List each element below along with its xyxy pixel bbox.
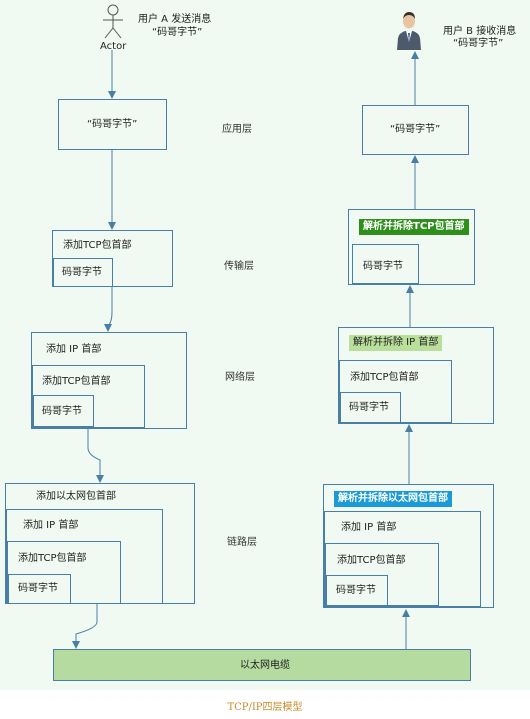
sender-note-line1: 用户 A 发送消息 (138, 14, 212, 25)
arrow-link-to-cable (72, 604, 98, 649)
sender-link-box: 添加以太网包首部 添加 IP 首部 添加TCP包首部 码哥字节 (5, 483, 195, 604)
receiver-network-action: 解析并拆除 IP 首部 (349, 335, 443, 351)
actor-stick-figure-icon (103, 4, 123, 39)
sender-app-box: “码哥字节” (58, 99, 167, 150)
ethernet-cable: 以太网电缆 (53, 649, 471, 681)
receiver-network-payload: 码哥字节 (349, 402, 389, 413)
sender-transport-payload-box: 码哥字节 (53, 258, 113, 287)
layer-label-application: 应用层 (222, 124, 252, 135)
receiver-note-line1: 用户 B 接收消息 (443, 26, 517, 37)
receiver-link-ip-header: 添加 IP 首部 (341, 522, 397, 533)
sender-network-box: 添加 IP 首部 添加TCP包首部 码哥字节 (31, 332, 187, 429)
receiver-link-ip-box: 添加 IP 首部 添加TCP包首部 码哥字节 (324, 511, 481, 607)
sender-network-payload: 码哥字节 (42, 406, 82, 417)
receiver-network-tcp-header: 添加TCP包首部 (350, 372, 419, 383)
receiver-link-payload-box: 码哥字节 (326, 575, 388, 606)
receiver-transport-payload-box: 码哥字节 (352, 244, 419, 284)
receiver-network-payload-box: 码哥字节 (340, 392, 401, 423)
receiver-transport-payload: 码哥字节 (363, 261, 403, 272)
receiver-link-payload: 码哥字节 (336, 585, 376, 596)
receiver-network-tcp-box: 添加TCP包首部 码哥字节 (339, 360, 452, 423)
flow-arrows (72, 50, 419, 649)
sender-link-tcp-box: 添加TCP包首部 码哥字节 (7, 541, 121, 604)
sender-app-message: “码哥字节” (87, 119, 138, 130)
arrow-network-to-link (87, 429, 104, 483)
sender-network-header: 添加 IP 首部 (46, 344, 102, 355)
layer-label-transport: 传输层 (224, 261, 254, 272)
arrow-transport-to-network (104, 287, 113, 332)
sender-note-line2: “码哥字节” (152, 27, 203, 38)
sender-link-payload: 码哥字节 (18, 583, 58, 594)
receiver-transport-box: 解析并拆除TCP包首部 码哥字节 (348, 209, 475, 285)
sender-network-tcp-header: 添加TCP包首部 (42, 376, 111, 387)
figure-caption: TCP/IP四层模型 (227, 702, 303, 713)
receiver-link-action: 解析并拆除以太网包首部 (334, 491, 452, 507)
sender-link-ip-header: 添加 IP 首部 (23, 520, 79, 531)
sender-transport-box: 添加TCP包首部 码哥字节 (52, 230, 173, 287)
diagram-canvas: Actor 用户 A 发送消息 “码哥字节” 用户 B 接收消息 “码哥字节” … (0, 0, 530, 690)
sender-transport-header: 添加TCP包首部 (63, 240, 132, 251)
sender-transport-payload: 码哥字节 (62, 267, 102, 278)
receiver-network-box: 解析并拆除 IP 首部 添加TCP包首部 码哥字节 (338, 327, 494, 424)
receiver-app-message: “码哥字节” (390, 124, 441, 135)
ethernet-cable-label: 以太网电缆 (240, 660, 290, 671)
actor-label: Actor (100, 41, 127, 52)
businessman-avatar-icon (397, 12, 421, 50)
layer-label-network: 网络层 (225, 372, 255, 383)
receiver-app-box: “码哥字节” (362, 105, 469, 155)
receiver-link-tcp-header: 添加TCP包首部 (337, 555, 406, 566)
sender-link-tcp-header: 添加TCP包首部 (18, 553, 87, 564)
receiver-link-box: 解析并拆除以太网包首部 添加 IP 首部 添加TCP包首部 码哥字节 (323, 484, 494, 608)
receiver-note-line2: “码哥字节” (453, 38, 504, 49)
sender-link-ip-box: 添加 IP 首部 添加TCP包首部 码哥字节 (6, 509, 163, 604)
sender-link-payload-box: 码哥字节 (8, 574, 71, 604)
sender-network-tcp-box: 添加TCP包首部 码哥字节 (32, 365, 145, 428)
receiver-transport-action: 解析并拆除TCP包首部 (359, 219, 469, 235)
sender-network-payload-box: 码哥字节 (33, 395, 94, 427)
layer-label-link: 链路层 (227, 537, 257, 548)
receiver-link-tcp-box: 添加TCP包首部 码哥字节 (325, 543, 439, 606)
sender-link-header: 添加以太网包首部 (36, 491, 116, 502)
